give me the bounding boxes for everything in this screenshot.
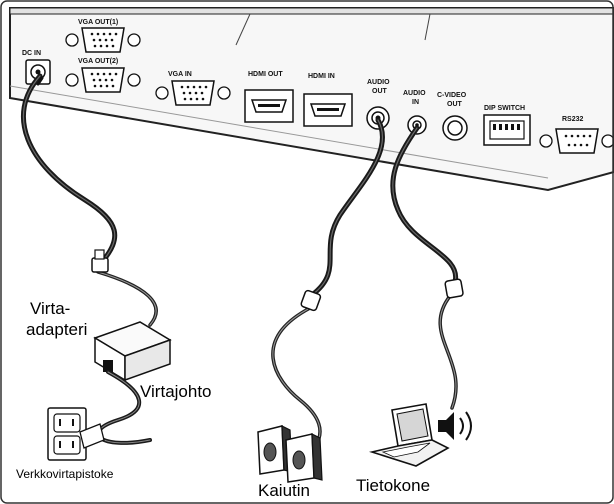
- speaker-cable: [271, 117, 386, 448]
- power-adapter-cable: [21, 73, 158, 327]
- power-cord-label: Virtajohto: [140, 382, 212, 401]
- hdmi-out-label: HDMI OUT: [248, 71, 283, 78]
- outlet-label: Verkkovirtapistoke: [16, 467, 114, 481]
- c-video-out-port[interactable]: [442, 115, 468, 141]
- computer-cable: [390, 125, 459, 410]
- dc-plug: [91, 249, 109, 273]
- audio-in-label-line2: IN: [412, 99, 419, 106]
- vga-out2-label: VGA OUT(2): [78, 58, 118, 65]
- power-adapter-icon: [93, 321, 172, 382]
- vga-out1-label: VGA OUT(1): [78, 19, 118, 26]
- hdmi-in-label: HDMI IN: [308, 73, 335, 80]
- audio-out-label-line1: AUDIO: [367, 79, 390, 86]
- c-video-out-label-line1: C-VIDEO: [437, 92, 467, 99]
- vga-out1-port[interactable]: [65, 27, 141, 53]
- computer-plug: [444, 278, 464, 299]
- adapter-label-line1: Virta-: [30, 299, 71, 318]
- sound-wave-icon: [438, 411, 472, 441]
- dip-switch-label: DIP SWITCH: [484, 105, 525, 112]
- vga-in-label: VGA IN: [168, 71, 192, 78]
- adapter-label-line2: adapteri: [26, 320, 88, 339]
- audio-out-label-line2: OUT: [372, 88, 388, 95]
- speaker-icon: [257, 425, 323, 483]
- hdmi-out-port[interactable]: [244, 89, 294, 123]
- computer-label: Tietokone: [356, 476, 431, 495]
- speaker-label: Kaiutin: [258, 481, 310, 500]
- vga-in-port[interactable]: [155, 80, 231, 106]
- vga-out2-port[interactable]: [65, 67, 141, 93]
- dip-switch-port[interactable]: [483, 114, 531, 146]
- c-video-out-label-line2: OUT: [447, 101, 463, 108]
- speaker-plug: [300, 289, 322, 312]
- audio-in-label-line1: AUDIO: [403, 90, 426, 97]
- laptop-icon: [368, 403, 450, 467]
- rs232-port[interactable]: [539, 128, 614, 154]
- wall-outlet-icon: [47, 407, 105, 461]
- dc-in-label: DC IN: [22, 50, 41, 57]
- hdmi-in-port[interactable]: [303, 93, 353, 127]
- power-cord: [96, 370, 152, 445]
- rs232-label: RS232: [562, 116, 584, 123]
